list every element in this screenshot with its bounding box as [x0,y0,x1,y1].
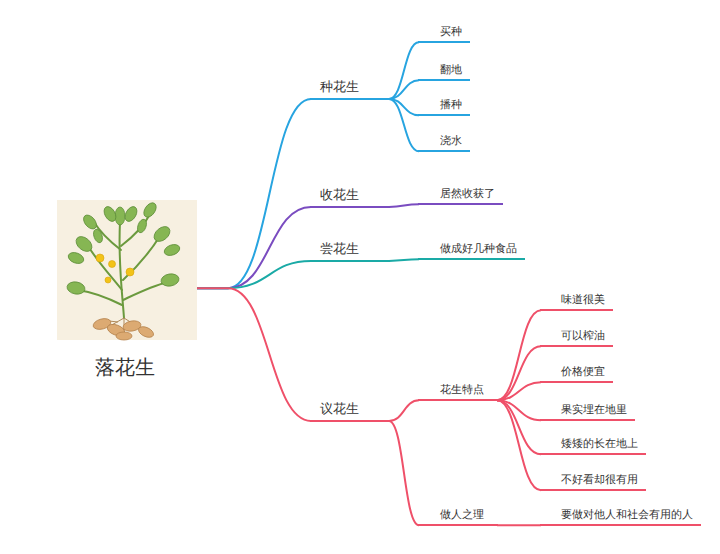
branch-topic: 花生特点 [418,383,498,401]
branch-topic: 播种 [418,98,470,116]
topic-label: 做人之理 [440,508,484,522]
topic-label: 做成好几种食品 [440,242,517,256]
illustration-ground [57,200,197,340]
topic-label: 味道很美 [561,293,605,307]
branch-topic: 浇水 [418,134,470,152]
branch-topic: 做成好几种食品 [418,242,525,260]
topic-label: 议花生 [320,401,359,418]
branch-topic: 居然收获了 [418,187,503,205]
central-topic: 落花生 [57,200,197,380]
branch-connector [389,99,419,151]
branch-connector [197,99,311,288]
topic-label: 浇水 [440,134,462,148]
branch-topic: 价格便宜 [540,365,613,383]
topic-label: 花生特点 [440,383,484,397]
branch-topic: 要做对他人和社会有用的人 [540,508,701,526]
topic-label: 收花生 [320,187,359,204]
branch-topic: 矮矮的长在地上 [540,437,646,455]
branch-connector [389,259,419,261]
branch-connector [197,207,311,288]
branch-connector [497,310,541,400]
branch-connector [389,80,419,99]
branch-topic: 尝花生 [310,241,390,262]
branch-connector [389,421,419,525]
topic-label: 矮矮的长在地上 [561,437,638,451]
branch-connector [389,42,419,99]
topic-label: 不好看却很有用 [561,473,638,487]
branch-connector [197,288,311,421]
topic-label: 居然收获了 [440,187,495,201]
central-label: 落花生 [95,354,155,380]
topic-label: 果实埋在地里 [561,403,627,417]
branch-topic: 议花生 [310,401,390,422]
branch-topic: 做人之理 [418,508,498,526]
topic-label: 播种 [440,98,462,112]
branch-topic: 果实埋在地里 [540,403,635,421]
topic-label: 翻地 [440,63,462,77]
branch-connector [497,524,541,526]
branch-topic: 收花生 [310,187,390,208]
branch-topic: 翻地 [418,63,470,81]
branch-connector [497,382,541,400]
branch-connector [197,261,311,288]
branch-connector [497,346,541,400]
branch-connector [389,204,419,207]
branch-topic: 买种 [418,25,470,43]
branch-connector [497,400,541,490]
branch-topic: 不好看却很有用 [540,473,646,491]
peanut-plant [66,201,181,340]
topic-label: 价格便宜 [561,365,605,379]
branch-topic: 味道很美 [540,293,613,311]
topic-label: 要做对他人和社会有用的人 [561,508,693,522]
topic-label: 买种 [440,25,462,39]
topic-label: 可以榨油 [561,329,605,343]
branch-topic: 可以榨油 [540,329,613,347]
topic-label: 种花生 [320,79,359,96]
topic-label: 尝花生 [320,241,359,258]
branch-topic: 种花生 [310,79,390,100]
branch-connector [389,400,419,421]
